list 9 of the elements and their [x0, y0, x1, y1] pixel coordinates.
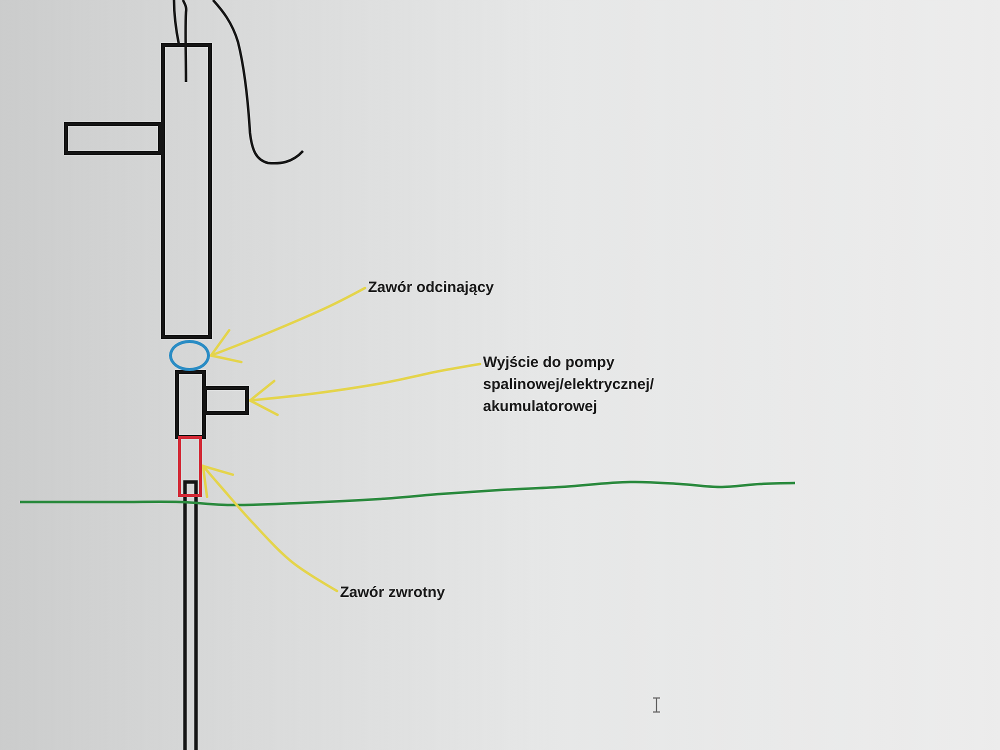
check-valve [178, 436, 202, 497]
outlet-port [203, 386, 249, 415]
leader-arrow [202, 464, 338, 592]
shutoff-valve [169, 340, 210, 371]
callout-text: Zawór odcinający [368, 277, 495, 299]
callout-text: Zawór zwrotny [340, 582, 447, 604]
callout-text: Wyjście do pompy spalinowej/elektrycznej/ akumulatorowej [483, 352, 655, 418]
leader-arrow [248, 362, 482, 416]
leader-arrow [210, 286, 366, 364]
